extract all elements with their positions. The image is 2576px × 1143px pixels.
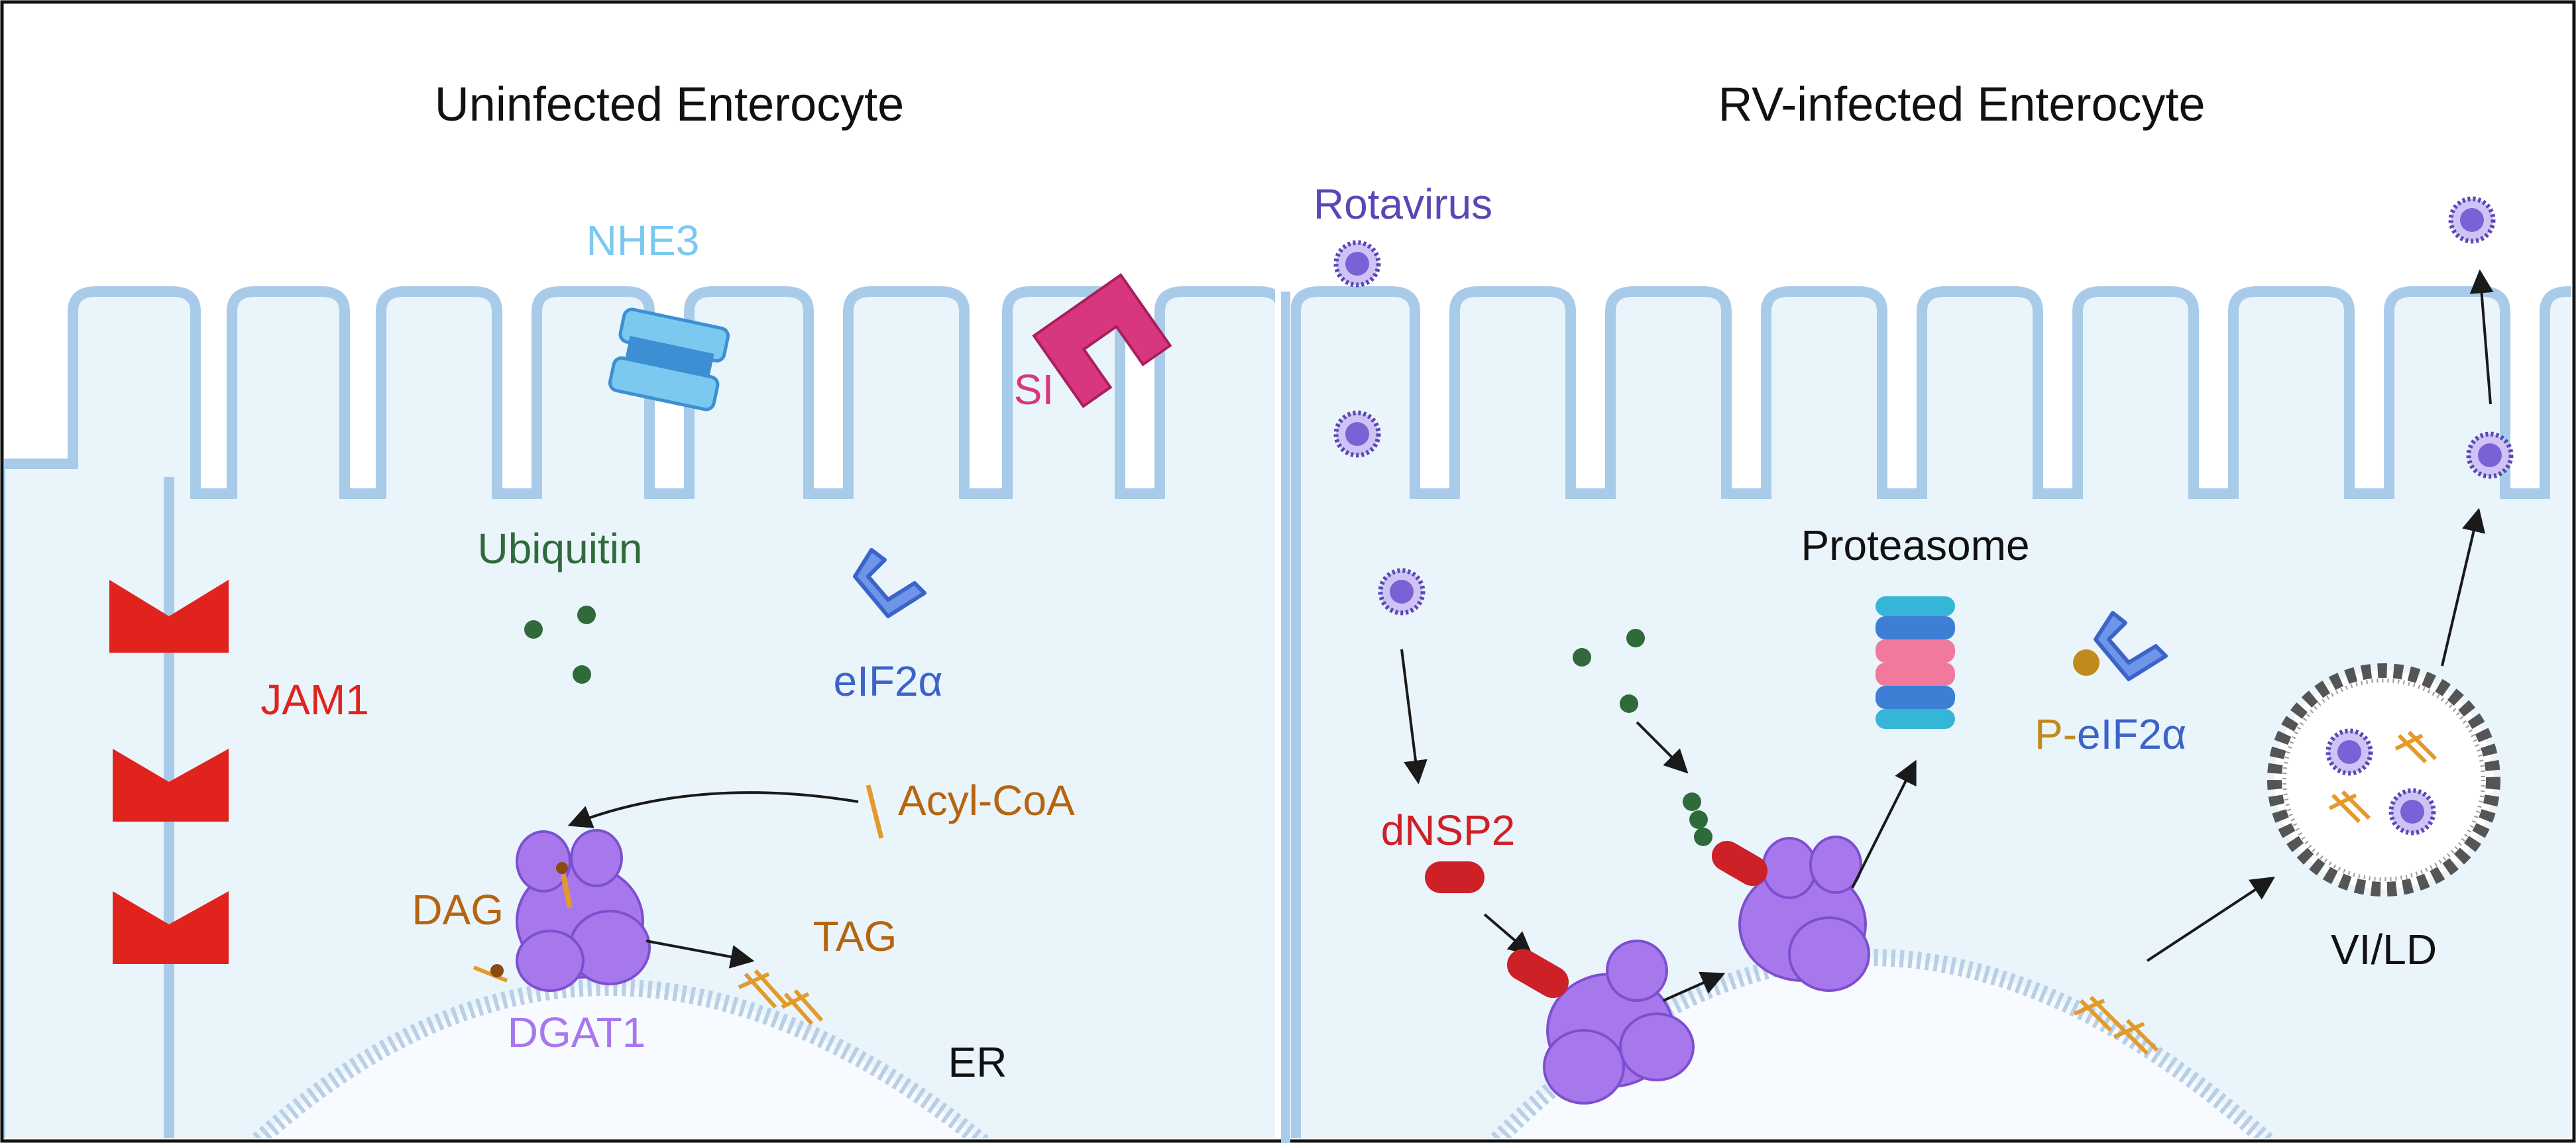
dgat1-dnsp2-complex [1506,940,1695,1105]
tag-icon [2073,995,2159,1056]
tag-label: TAG [813,912,897,960]
complex-arrow [1663,971,1726,1002]
rotavirus-particle-icon [2448,196,2496,244]
to-vild-arrow [2146,877,2276,962]
nhe3-label: NHE3 [587,217,700,264]
ubiquitin-chain-icon [1683,792,1712,846]
rotavirus-label: Rotavirus [1314,180,1492,228]
ubiquitin-dots-icon [524,606,596,684]
to-proteasome-arrow [1851,759,1917,889]
phospho-prefix: P- [2035,710,2077,758]
virus-release-arrow [2469,269,2494,405]
dgat1-arrow [645,940,755,969]
er-membrane [247,979,991,1138]
tag-icon [738,969,824,1025]
eif2a-suffix: eIF2α [2077,710,2186,758]
nhe3-channel-icon [608,307,730,411]
vi-ld-droplet-icon [2267,663,2500,897]
virus-to-dnsp2-arrow [1400,649,1428,785]
rotavirus-particle-icon [2466,431,2514,479]
vild-to-virus-arrow [2441,508,2486,667]
rotavirus-particle-icon [1333,410,1381,458]
phosphate-icon [2073,649,2100,676]
dag-icon [473,964,508,983]
jam1-label: JAM1 [260,676,369,724]
rotavirus-particle-icon [1378,568,1426,616]
dnsp2-icon [1425,861,1484,893]
vi-ld-label: VI/LD [2331,926,2437,973]
p-eif2a-label: P-eIF2α [2035,710,2186,758]
si-enzyme-icon [1032,273,1172,409]
eif2a-icon [853,548,926,618]
rotavirus-particle-icon [1333,240,1381,288]
p-eif2a-icon [2094,611,2168,681]
jam1-junction-icon [109,580,229,964]
acyl-coa-icon [866,785,884,839]
right-panel-title: RV-infected Enterocyte [1718,78,2205,131]
dag-label: DAG [412,886,504,934]
left-cell [4,286,1275,1138]
dgat1-enzyme-icon [516,829,651,992]
ubiquitin-arrow [1636,721,1689,774]
ubiquitin-label: Ubiquitin [477,525,642,572]
si-label: SI [1014,366,1054,413]
dnsp2-label: dNSP2 [1381,806,1516,854]
dgat1-label: DGAT1 [508,1008,646,1056]
dnsp2-arrow [1483,913,1533,956]
acyl-coa-label: Acyl-CoA [898,777,1075,824]
ubiquitin-dots-icon [1573,629,1645,713]
proteasome-label: Proteasome [1801,521,2029,569]
proteasome-icon [1876,596,1955,729]
left-panel-title: Uninfected Enterocyte [435,78,904,131]
acyl-coa-arrow [567,791,859,828]
eif2a-label: eIF2α [833,657,942,705]
dgat1-ubiquitinated-complex [1711,836,1870,992]
er-label: ER [948,1038,1007,1086]
dag-bound-lipid [561,874,573,908]
